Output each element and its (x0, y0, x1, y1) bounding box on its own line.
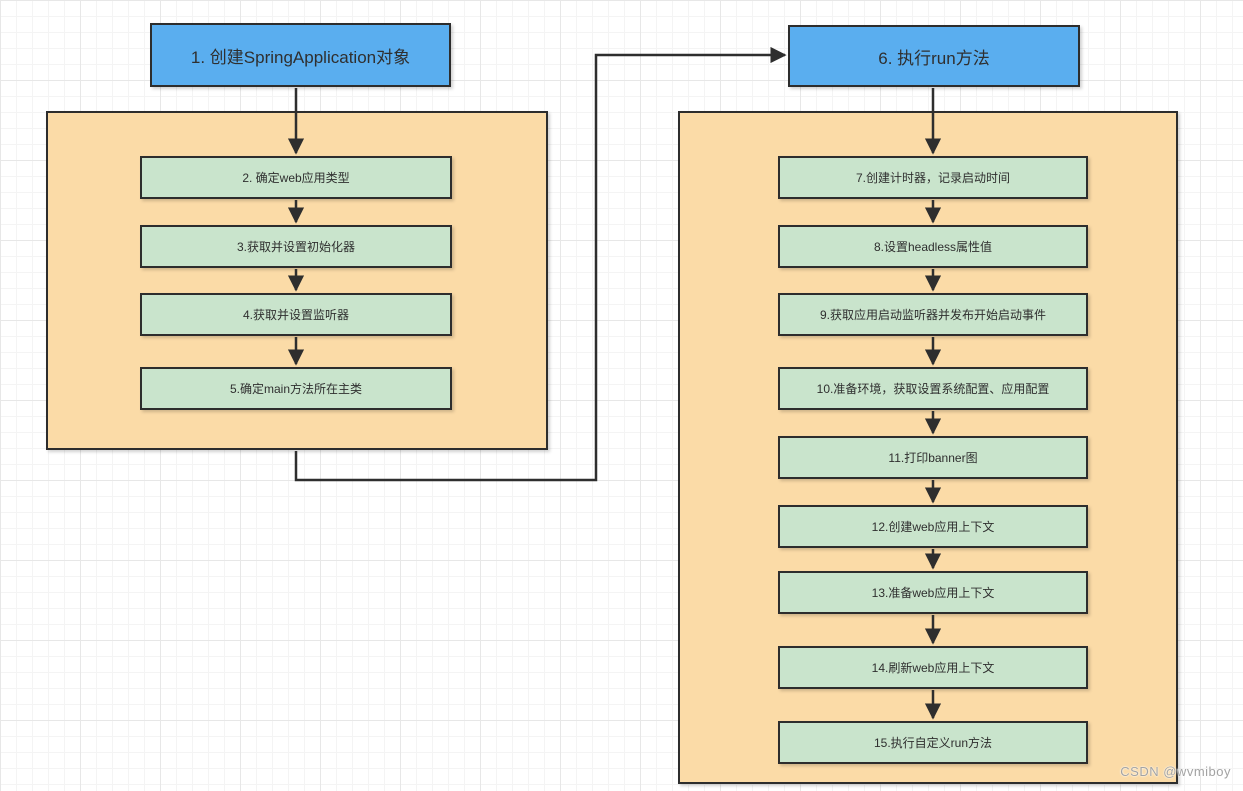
step-initializers: 3.获取并设置初始化器 (140, 225, 452, 268)
step-web-app-type: 2. 确定web应用类型 (140, 156, 452, 199)
node-create-springapplication: 1. 创建SpringApplication对象 (150, 23, 451, 87)
step-stopwatch: 7.创建计时器，记录启动时间 (778, 156, 1088, 199)
step-main-class: 5.确定main方法所在主类 (140, 367, 452, 410)
step-prepare-environment: 10.准备环境，获取设置系统配置、应用配置 (778, 367, 1088, 410)
csdn-watermark: CSDN @wvmiboy (1120, 764, 1231, 779)
step-listeners: 4.获取并设置监听器 (140, 293, 452, 336)
step-prepare-context: 13.准备web应用上下文 (778, 571, 1088, 614)
step-refresh-context: 14.刷新web应用上下文 (778, 646, 1088, 689)
node-run-method: 6. 执行run方法 (788, 25, 1080, 87)
step-create-context: 12.创建web应用上下文 (778, 505, 1088, 548)
step-headless: 8.设置headless属性值 (778, 225, 1088, 268)
step-custom-run: 15.执行自定义run方法 (778, 721, 1088, 764)
step-run-listeners: 9.获取应用启动监听器并发布开始启动事件 (778, 293, 1088, 336)
step-print-banner: 11.打印banner图 (778, 436, 1088, 479)
